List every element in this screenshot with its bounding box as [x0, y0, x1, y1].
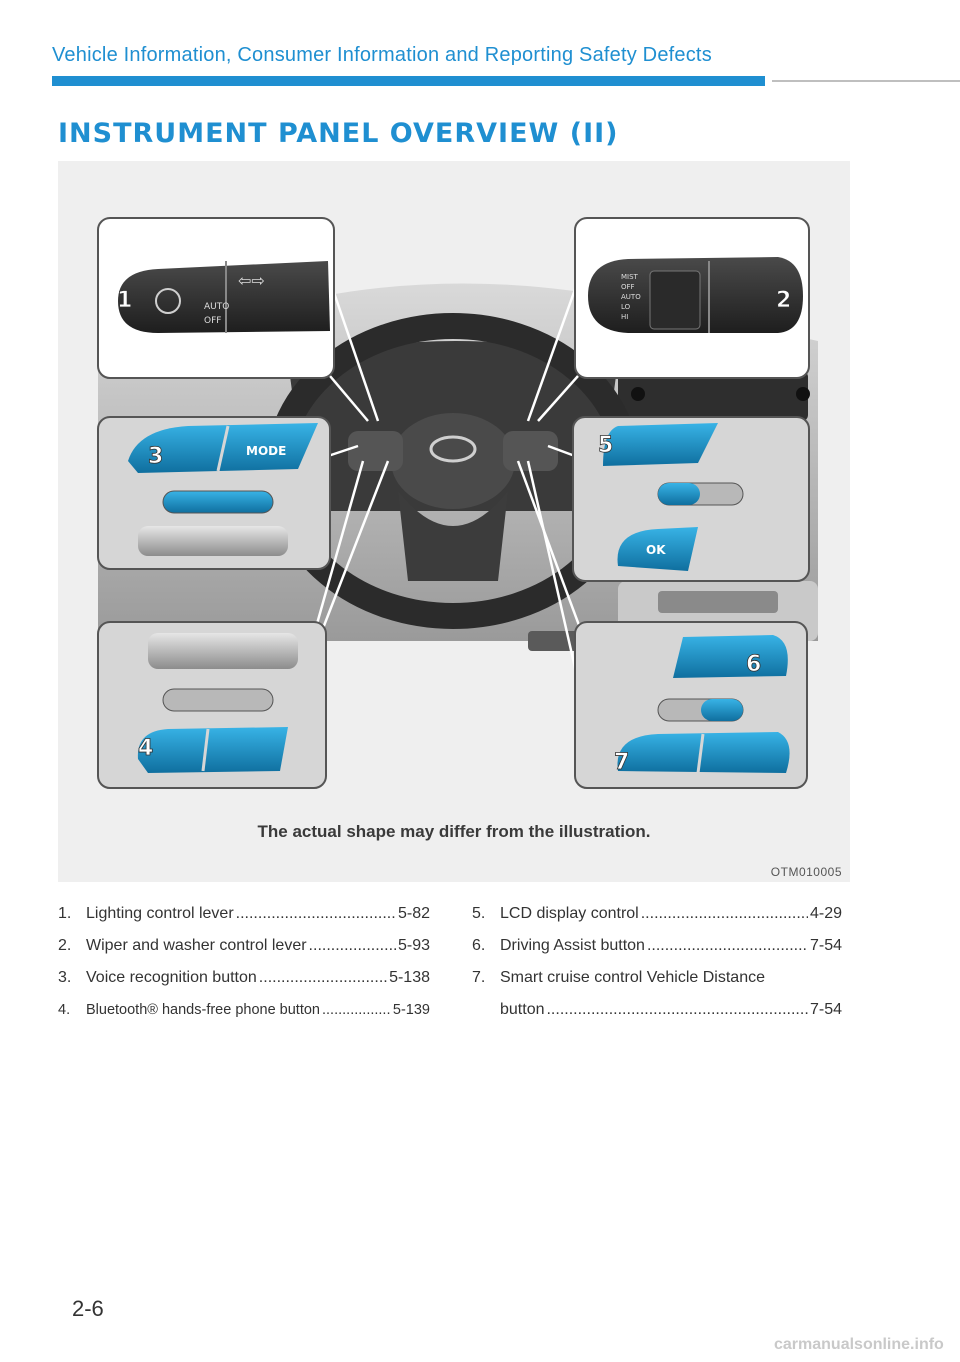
running-header: Vehicle Information, Consumer Informatio… — [52, 44, 712, 66]
item-number: 1. — [58, 905, 72, 922]
item-page-ref: 7-54 — [809, 937, 842, 954]
page-number: 2-6 — [72, 1296, 104, 1321]
light-label-auto: AUTO — [204, 302, 229, 312]
inset-lighting-lever: AUTO OFF ⇦⇨ 1 — [97, 217, 335, 379]
item-label-continued: button — [500, 1001, 545, 1018]
item-page-ref: 4-29 — [809, 905, 842, 922]
inset-voice-mode: MODE 3 — [97, 416, 331, 570]
list-item: 4. Bluetooth® hands-free phone button 5-… — [58, 994, 430, 1026]
leader-dots — [641, 898, 808, 930]
watermark: carmanualsonline.info — [774, 1336, 944, 1353]
leader-dots — [647, 930, 808, 962]
list-item: 5. LCD display control 4-29 — [472, 898, 842, 930]
list-item: 1. Lighting control lever 5-82 — [58, 898, 430, 930]
item-label: LCD display control — [500, 905, 639, 922]
callout-3: 3 — [148, 444, 163, 469]
wiper-label-hi: HI — [621, 313, 628, 321]
wiper-label-mist: MIST — [621, 273, 639, 281]
callout-2: 2 — [776, 288, 791, 313]
item-label: Wiper and washer control lever — [86, 937, 307, 954]
item-page-ref: 7-54 — [809, 1001, 842, 1018]
light-label-off: OFF — [204, 316, 221, 326]
leader-dots — [322, 994, 391, 1026]
leader-dots — [309, 930, 396, 962]
inset-wiper-lever: MIST OFF AUTO LO HI 2 — [574, 217, 810, 379]
component-list-right: 5. LCD display control 4-29 6. Driving A… — [472, 898, 842, 1026]
callout-7: 7 — [614, 750, 629, 775]
list-item: 2. Wiper and washer control lever 5-93 — [58, 930, 430, 962]
item-page-ref: 5-82 — [397, 905, 430, 922]
item-label: Bluetooth® hands-free phone button — [86, 1002, 320, 1018]
inset-driving-assist: 6 7 — [574, 621, 808, 789]
item-label: Lighting control lever — [86, 905, 234, 922]
item-label: Voice recognition button — [86, 969, 257, 986]
mode-label: MODE — [246, 444, 286, 458]
leader-dots — [546, 994, 807, 1026]
item-number: 3. — [58, 969, 72, 986]
wiper-label-lo: LO — [621, 303, 631, 311]
wiper-label-auto: AUTO — [621, 293, 641, 301]
callout-4: 4 — [138, 736, 153, 761]
item-page-ref: 5-139 — [392, 1002, 430, 1018]
instrument-panel-illustration: AUTO OFF ⇦⇨ 1 MIST OFF AUTO LO HI 2 MODE — [58, 161, 850, 882]
header-bar — [52, 76, 765, 86]
list-item: 6. Driving Assist button 7-54 — [472, 930, 842, 962]
wiper-label-off: OFF — [621, 283, 635, 291]
section-title: INSTRUMENT PANEL OVERVIEW (II) — [58, 118, 619, 149]
callout-6: 6 — [746, 652, 761, 677]
item-number: 5. — [472, 905, 486, 922]
item-number: 6. — [472, 937, 486, 954]
figure-caption: The actual shape may differ from the ill… — [257, 822, 651, 841]
item-page-ref: 5-138 — [389, 969, 430, 986]
header-rule — [772, 80, 960, 82]
callout-5: 5 — [598, 433, 613, 458]
leader-dots — [259, 962, 387, 994]
dashboard-illustration: AUTO OFF ⇦⇨ 1 MIST OFF AUTO LO HI 2 MODE — [58, 161, 850, 882]
svg-text:⇦⇨: ⇦⇨ — [238, 271, 265, 290]
leader-dots — [236, 898, 396, 930]
list-item: 7. Smart cruise control Vehicle Distance… — [472, 962, 842, 1026]
item-label: Driving Assist button — [500, 937, 645, 954]
inset-phone-buttons: 4 — [97, 621, 327, 789]
ok-label: OK — [646, 543, 666, 557]
callout-1: 1 — [117, 288, 132, 313]
component-list-left: 1. Lighting control lever 5-82 2. Wiper … — [58, 898, 430, 1026]
list-item: 3. Voice recognition button 5-138 — [58, 962, 430, 994]
inset-lcd-control: OK 5 — [572, 416, 810, 582]
item-number: 4. — [58, 1002, 71, 1018]
item-page-ref: 5-93 — [397, 937, 430, 954]
figure-code: OTM010005 — [770, 865, 842, 879]
item-number: 7. — [472, 969, 486, 986]
item-label: Smart cruise control Vehicle Distance — [500, 969, 765, 986]
item-number: 2. — [58, 937, 72, 954]
